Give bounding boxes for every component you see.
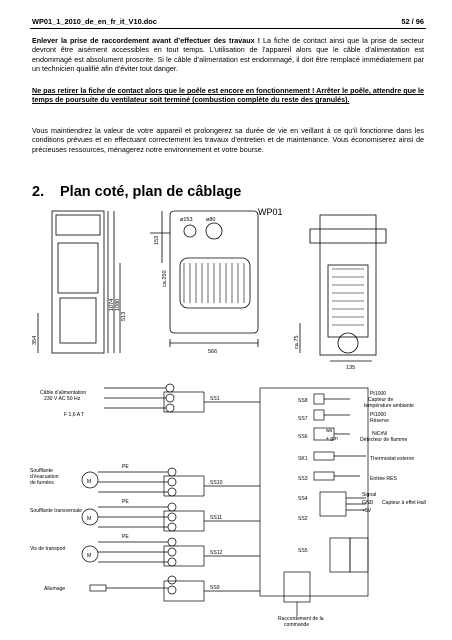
ss5-label: SS5 (298, 548, 308, 554)
motor-exhaust-fan (81, 471, 99, 489)
doc-filename: WP01_1_2010_de_en_fr_it_V10.doc (32, 17, 157, 26)
motor-label: M (87, 516, 91, 522)
ss10-label: SS10 (210, 480, 223, 486)
res-input-label: Entrée RES (370, 476, 397, 482)
dim-label-3: 153 (154, 236, 160, 245)
paragraph-caution: Ne pas retirer la fiche de contact alors… (32, 86, 424, 105)
dim-label-4: ca.250 (162, 270, 168, 287)
connector-ss10 (163, 475, 205, 497)
fan2-label: Soufflante transversale (30, 508, 82, 514)
ss7-label: SS7 (298, 416, 308, 422)
signal-label: Signal (362, 492, 376, 498)
gnd-label: GND (362, 500, 374, 506)
section-heading: 2. Plan coté, plan de câblage (32, 184, 241, 200)
ss12-label: SS12 (210, 550, 223, 556)
motor-label: M (87, 553, 91, 559)
warning-rest: La fiche de contact ainsi que la prise d… (32, 36, 424, 74)
dim-label-11: 135 (346, 365, 355, 371)
dim-label-5: 1074 (109, 299, 115, 311)
ss2-label: SS2 (298, 516, 308, 522)
pe-label: PE (122, 499, 129, 505)
paragraph-warning: Enlever la prise de raccordement avant d… (32, 36, 424, 74)
sk1-label: SK1 (298, 456, 308, 462)
section-number: 2. (32, 184, 45, 200)
motor-feed-screw (81, 545, 99, 563)
paragraph-maintenance: Vous maintiendrez la valeur de votre app… (32, 126, 424, 154)
ss3-label: SS3 (298, 476, 308, 482)
ss1-label: SS1 (210, 396, 220, 402)
dimension-drawing: WP01 ø153 ø80 153 ca.250 1074 1080 513 3… (32, 207, 387, 371)
rear-view-body (169, 210, 259, 334)
wire-ws-label: ws (326, 428, 333, 434)
ss4-label: SS4 (298, 496, 308, 502)
ss8-label: SS8 (298, 398, 308, 404)
connector-ss9 (163, 580, 205, 602)
model-label: WP01 (258, 207, 283, 217)
connector-ss12 (163, 545, 205, 567)
dim-label-7: 513 (121, 312, 127, 321)
section-title: Plan coté, plan de câblage (60, 184, 242, 200)
igniter-element (89, 584, 107, 592)
connector-ss11 (163, 510, 205, 532)
dim-label-6: 1080 (115, 299, 121, 311)
ss9-label: SS9 (210, 585, 220, 591)
ss6-label: SS6 (298, 434, 308, 440)
dim-label-2: ø80 (206, 217, 215, 223)
pe-label: PE (122, 534, 129, 540)
hall-label: Capteur à effet Hall (382, 500, 426, 506)
ss11-label: SS11 (210, 515, 222, 521)
caution-text: Ne pas retirer la fiche de contact alors… (32, 86, 424, 105)
page-header: WP01_1_2010_de_en_fr_it_V10.doc 52 / 96 (30, 14, 426, 29)
wire-grn-label: + grn (326, 436, 338, 442)
motor-label: M (87, 479, 91, 485)
fuse-label: F 1,6 A T (64, 412, 84, 418)
side-view-body (319, 214, 377, 356)
plus5v-label: +5V (362, 508, 372, 514)
igniter-label: Allumage (44, 586, 65, 592)
dim-label-9: 566 (208, 349, 217, 355)
page-number: 52 / 96 (401, 17, 424, 26)
dim-label-1: ø153 (180, 217, 193, 223)
thermostat-label: Thermostat externe (370, 456, 414, 462)
dim-label-8: 354 (32, 336, 38, 345)
front-view-body (51, 210, 105, 354)
warning-bold: Enlever la prise de raccordement avant d… (32, 36, 261, 45)
screw-label: Vis de transport (30, 546, 66, 552)
control-board (259, 387, 369, 597)
pe-label: PE (122, 464, 129, 470)
dim-label-10: ca.75 (294, 336, 300, 349)
